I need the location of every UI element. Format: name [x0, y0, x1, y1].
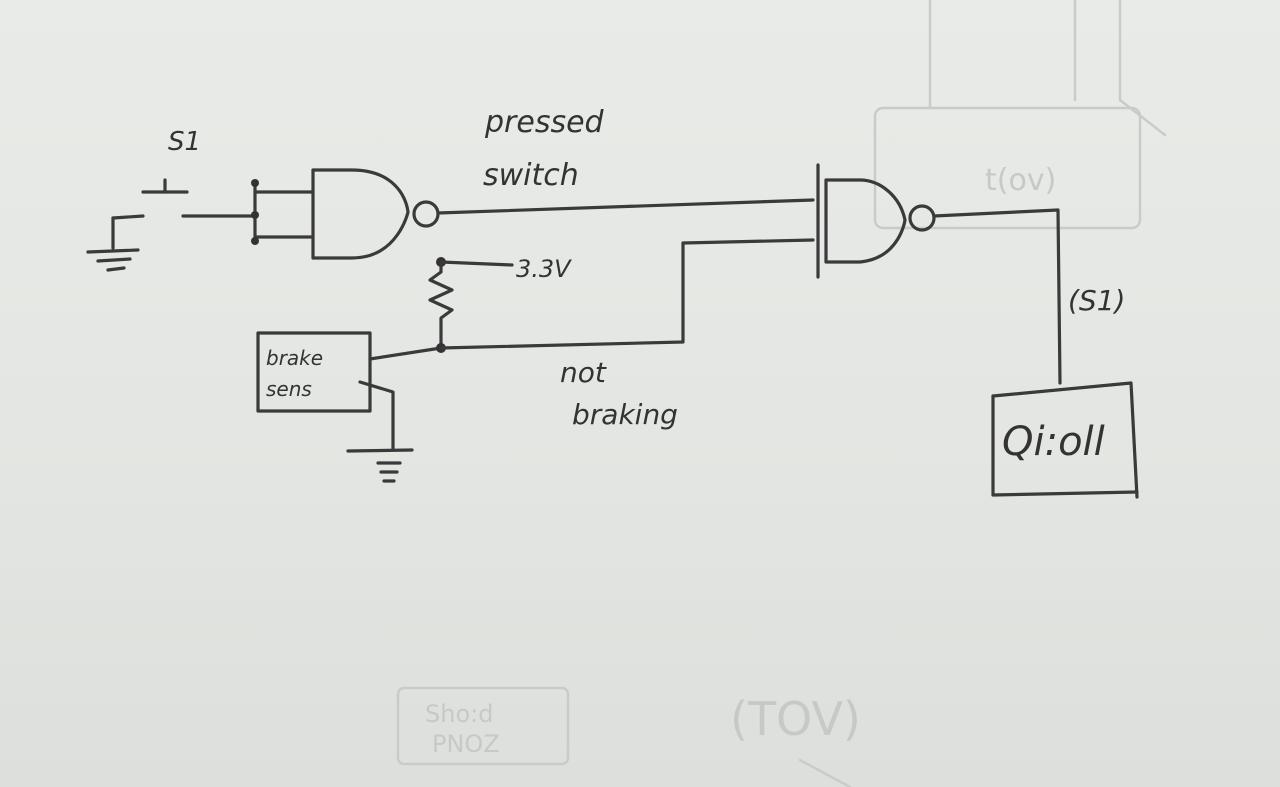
brake-sensor-label-1: brake: [266, 346, 323, 370]
pressed-label: pressed: [484, 105, 605, 140]
ground-symbol-1: [86, 248, 140, 272]
voltage-label: 3.3V: [516, 255, 572, 283]
switch-s1: S1: [111, 127, 254, 250]
brake-sensor-label-2: sens: [266, 377, 312, 401]
not-label: not: [560, 356, 607, 389]
output-block-label: Qi:oll: [1002, 419, 1105, 465]
faint-box-text-2: PNOZ: [432, 730, 500, 758]
faint-box-text-1: Sho:d: [425, 700, 493, 728]
nand-gate-2: [816, 163, 936, 279]
faint-top-right-text: t(ov): [985, 163, 1056, 198]
nand-gate-1: [251, 168, 440, 260]
braking-label: braking: [572, 398, 678, 431]
brake-sensor-block: brake sens: [256, 331, 414, 483]
output-tag: (S1): [1068, 284, 1125, 317]
switch-word-label: switch: [483, 158, 579, 193]
pull-up-resistor: 3.3V: [428, 255, 572, 350]
faint-bottom-text: (TOV): [730, 692, 861, 746]
wire-output: [932, 208, 1062, 385]
wire-not-braking: [368, 238, 815, 361]
qioll-block: Qi:oll: [991, 381, 1139, 499]
faint-background-marks: t(ov) Sho:d PNOZ (TOV): [396, 0, 1167, 787]
wire-pressed-switch: [436, 198, 815, 215]
switch-label: S1: [168, 127, 201, 157]
